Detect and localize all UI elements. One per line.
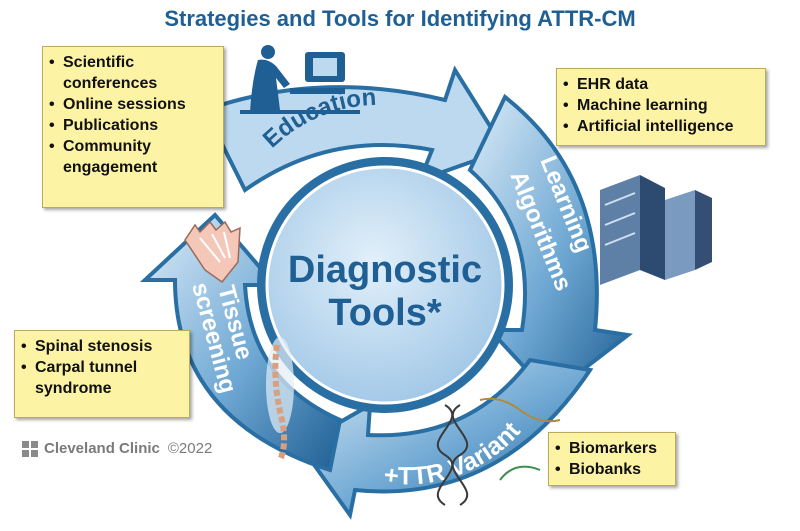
variant-callout: Biomarkers Biobanks <box>548 432 676 486</box>
list-item: EHR data <box>563 74 757 95</box>
list-item: Biomarkers <box>555 438 667 459</box>
list-item: Carpal tunnel syndrome <box>21 357 181 399</box>
brand-name: Cleveland Clinic <box>44 440 160 457</box>
person-at-computer-icon <box>240 45 360 114</box>
center-label-line1: Diagnostic <box>288 249 482 291</box>
list-item: Publications <box>49 115 215 136</box>
cleveland-clinic-mark-icon <box>22 440 38 457</box>
spine-icon <box>266 337 294 462</box>
dna-helix-icon <box>436 397 561 506</box>
list-item: Online sessions <box>49 94 215 115</box>
list-item: Scientific conferences <box>49 52 215 94</box>
tissue-callout: Spinal stenosis Carpal tunnel syndrome <box>14 330 190 418</box>
list-item: Spinal stenosis <box>21 336 181 357</box>
diagram-title: Strategies and Tools for Identifying ATT… <box>164 6 636 31</box>
list-item: Artificial intelligence <box>563 116 757 137</box>
hand-xray-icon <box>184 220 241 284</box>
list-item: Machine learning <box>563 95 757 116</box>
learning-callout: EHR data Machine learning Artificial int… <box>556 68 766 146</box>
education-callout: Scientific conferences Online sessions P… <box>42 46 224 208</box>
center-circle: Diagnostic Tools* <box>257 157 513 413</box>
center-label-line2: Tools* <box>328 292 442 334</box>
learning-arrow: Learning Algorithms <box>467 93 633 398</box>
cleveland-clinic-logo: Cleveland Clinic ©2022 <box>22 440 212 457</box>
server-rack-icon <box>600 175 712 285</box>
list-item: Biobanks <box>555 459 667 480</box>
copyright: ©2022 <box>167 440 213 457</box>
list-item: Community engagement <box>49 136 215 178</box>
